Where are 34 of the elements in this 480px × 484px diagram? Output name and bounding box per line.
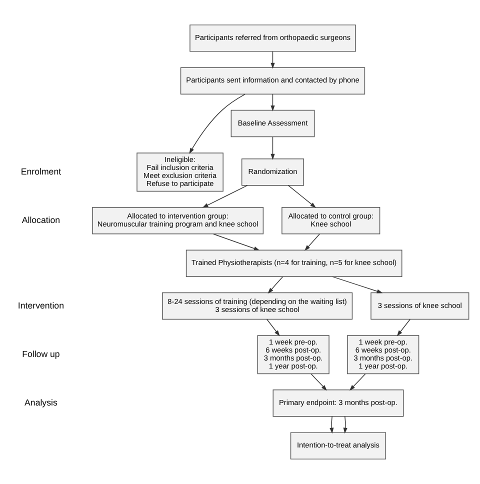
- node-box: Baseline Assessment: [230, 110, 315, 138]
- node-box: 1 week pre-op. 6 weeks post-op. 3 months post-op. 1 year post-op.: [347, 335, 420, 374]
- node-box: Allocated to control group: Knee school: [282, 207, 380, 234]
- arrow: [332, 276, 383, 294]
- arrow: [266, 319, 280, 336]
- node-box: Randomization: [241, 158, 304, 186]
- arrow: [189, 94, 246, 154]
- node-box: Participants referred from orthopaedic surgeons: [190, 24, 356, 52]
- label: Enrolment: [20, 166, 62, 176]
- node-box: Primary endpoint: 3 months post-op.: [272, 390, 404, 417]
- arrow: [270, 51, 275, 69]
- arrow: [310, 374, 328, 391]
- label: Follow up: [22, 348, 60, 359]
- arrow: [304, 234, 320, 251]
- node-box: Ineligible: Fail inclusion criteria Meet exclusion criteria Refuse to participate: [136, 152, 224, 192]
- label: Allocation: [22, 214, 60, 225]
- arrow: [288, 185, 316, 208]
- node-box: Trained Physiotherapists (n=4 for training, n=5 for knee school): [186, 250, 402, 277]
- arrow: [268, 276, 284, 294]
- arrow: [330, 416, 334, 434]
- arrow: [270, 136, 275, 160]
- arrow: [349, 374, 366, 391]
- arrow: [396, 319, 410, 336]
- arrow: [270, 94, 275, 112]
- node-box: 3 sessions of knee school: [370, 292, 470, 320]
- node-box: Allocated to intervention group: Neuromuscular training program and knee school: [92, 207, 264, 234]
- node-box: 8-24 sessions of training (depending on the waiting list) 3 sessions of knee school: [162, 292, 353, 320]
- label: Analysis: [24, 397, 58, 408]
- node-box: Participants sent information and contacted by phone: [180, 67, 366, 94]
- arrow: [202, 185, 248, 208]
- node-box: Intention-to-treat analysis: [290, 432, 386, 460]
- node-box: 1 week pre-op. 6 weeks post-op. 3 months post-op. 1 year post-op.: [257, 335, 330, 374]
- label: Intervention: [18, 300, 64, 310]
- arrow: [343, 416, 348, 434]
